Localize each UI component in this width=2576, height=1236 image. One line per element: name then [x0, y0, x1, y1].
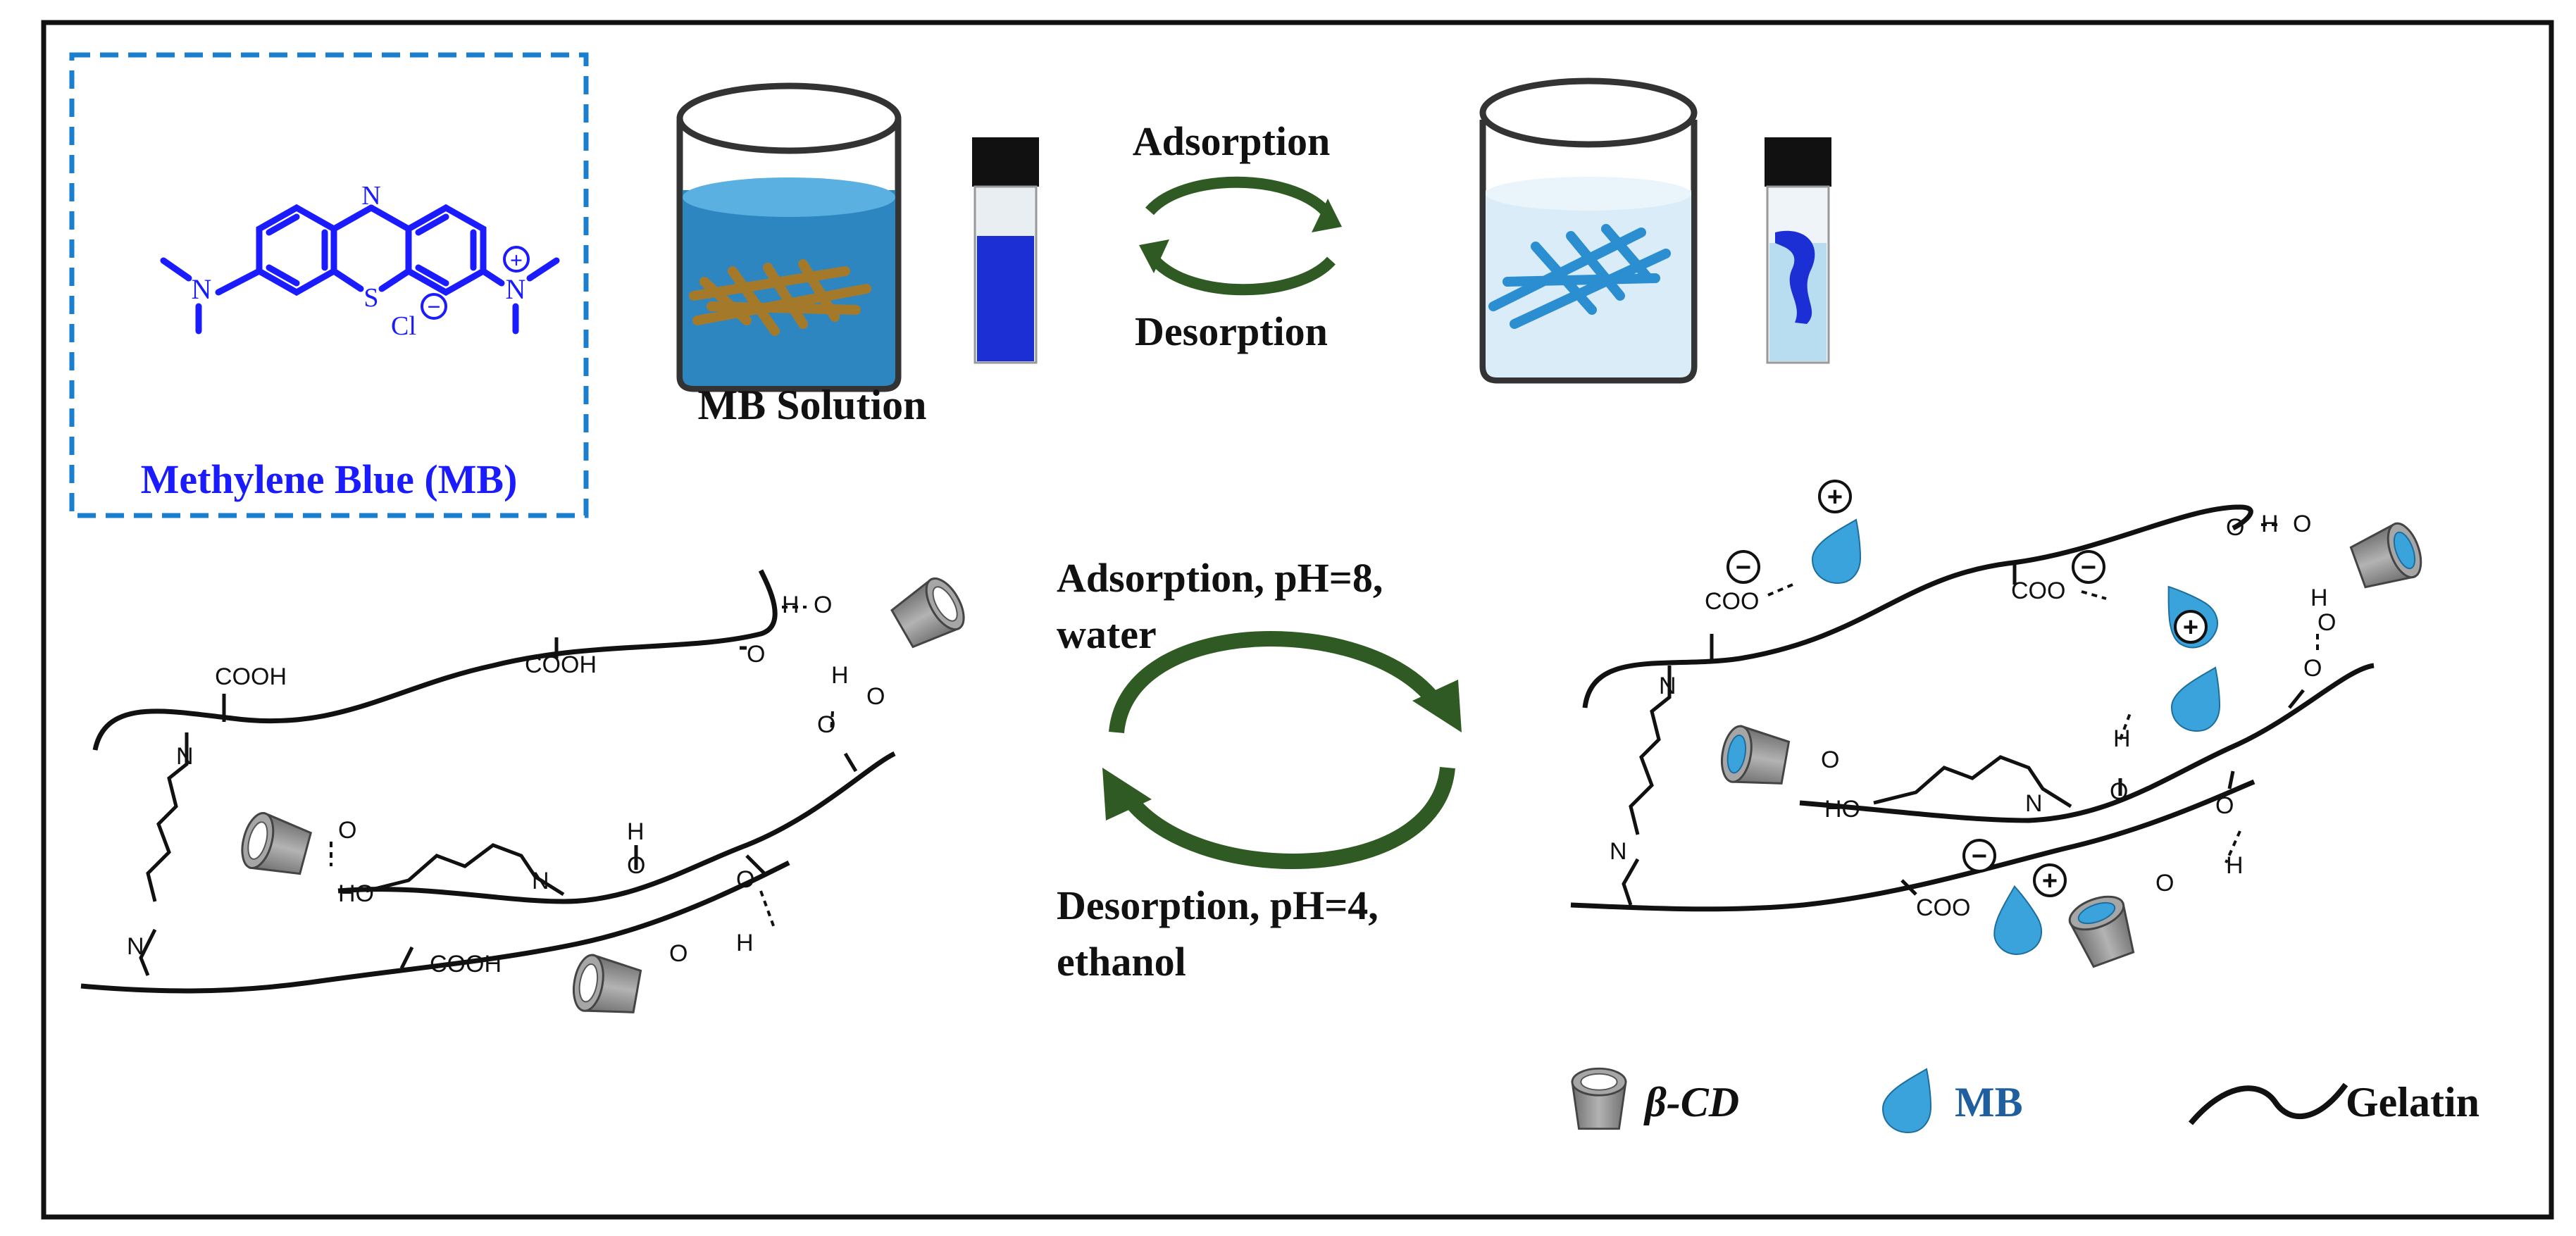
- right-h-1: H: [2113, 725, 2131, 752]
- left-o-8: O: [669, 940, 687, 967]
- right-h-3: H: [2310, 585, 2328, 611]
- mb-drop-3: [2171, 667, 2220, 732]
- beaker-before: [676, 82, 902, 392]
- beta-cd-right-3: [2064, 889, 2141, 970]
- right-o-1: O: [1821, 747, 1839, 773]
- minus-charge-icon: [421, 293, 447, 320]
- charge-plus-3: +: [2042, 866, 2058, 896]
- beta-cd-left-3: [568, 951, 643, 1020]
- right-ho-1: HO: [1824, 796, 1860, 823]
- plus-charge-icon: [503, 246, 530, 273]
- mb-drop-1: [1812, 519, 1861, 584]
- right-o-6: O: [2303, 655, 2322, 682]
- left-o-7: O: [736, 866, 754, 893]
- top-desorption-label: Desorption: [1135, 308, 1328, 354]
- vial-before: [972, 137, 1039, 364]
- legend-gelatin-icon: [2188, 1082, 2348, 1125]
- left-o-2: O: [627, 852, 645, 879]
- mb-structure: [160, 204, 560, 335]
- legend-cd-icon: [1571, 1067, 1627, 1130]
- mb-title: Methylene Blue (MB): [141, 456, 518, 502]
- left-h-2: H: [782, 592, 799, 618]
- charge-plus-1: +: [1827, 482, 1843, 512]
- legend-gelatin-label: Gelatin: [2346, 1079, 2479, 1125]
- beaker-after: [1479, 77, 1698, 384]
- right-o-8: O: [2155, 870, 2174, 897]
- left-ho-1: HO: [338, 880, 374, 907]
- right-coo-1: COO: [1705, 588, 1759, 615]
- right-coo-2: COO: [2011, 578, 2065, 604]
- charge-minus-2: −: [2081, 553, 2096, 582]
- left-cooh-3: COOH: [430, 951, 502, 978]
- gelatin-network-after: [1570, 504, 2375, 928]
- plus-sign: +: [510, 247, 523, 273]
- left-cooh-1: COOH: [215, 663, 287, 690]
- right-o-7: O: [2215, 792, 2234, 819]
- right-o-4: O: [2293, 511, 2311, 537]
- vial-after: [1765, 137, 1831, 364]
- top-adsorption-label: Adsorption: [1133, 118, 1330, 164]
- legend: β-CD MB Gelatin: [1571, 1067, 2479, 1133]
- left-n-1: N: [176, 743, 194, 770]
- left-cooh-2: COOH: [525, 651, 597, 678]
- atom-s: S: [363, 283, 378, 313]
- atom-n-top: N: [361, 181, 380, 211]
- gelatin-network-before: [80, 569, 896, 994]
- right-n-3: N: [2025, 790, 2043, 817]
- mid-desorption-line2: ethanol: [1057, 939, 1186, 985]
- mid-desorption-line1: Desorption, pH=4,: [1057, 882, 1379, 928]
- left-o-4: O: [814, 592, 832, 618]
- left-h-4: H: [736, 930, 754, 956]
- charge-signs: + − − + − +: [1736, 482, 2198, 896]
- left-o-1: O: [338, 817, 356, 844]
- counter-ion-cl: Cl: [391, 311, 416, 341]
- legend-mb-label: MB: [1955, 1079, 2023, 1125]
- right-n-2: N: [1610, 838, 1627, 865]
- beta-cd-left-1: [887, 571, 973, 654]
- left-n-2: N: [127, 933, 144, 960]
- atom-n-right: N: [506, 273, 526, 305]
- left-chem-labels: COOH COOH COOH N N N O HO H O O H O H O …: [127, 592, 885, 978]
- fiber-mat-brown: [689, 259, 871, 336]
- charge-minus-1: −: [1736, 553, 1751, 582]
- charge-plus-2: +: [2183, 613, 2198, 642]
- mid-adsorption-line2: water: [1057, 611, 1157, 657]
- right-o-2: O: [2110, 778, 2128, 805]
- right-coo-3: COO: [1916, 894, 1970, 921]
- methylene-blue-panel: N S N N + Cl − Methylene Blue (MB): [69, 52, 589, 518]
- beta-cd-left-2: [235, 809, 314, 882]
- right-n-1: N: [1659, 673, 1676, 699]
- left-h-1: H: [627, 818, 645, 845]
- mb-solution-label: MB Solution: [697, 382, 926, 428]
- legend-cd-label: β-CD: [1643, 1079, 1739, 1125]
- minus-sign: −: [427, 294, 440, 320]
- atom-n-left: N: [192, 273, 212, 305]
- left-h-3: H: [831, 662, 849, 689]
- mid-adsorption-line1: Adsorption, pH=8,: [1057, 555, 1383, 601]
- beta-cd-right-2: [1717, 723, 1791, 792]
- left-o-6: O: [817, 711, 835, 738]
- top-cycle-arrows: [1139, 176, 1342, 296]
- left-o-3: O: [747, 641, 765, 668]
- legend-drop-icon: [1882, 1068, 1931, 1133]
- right-h-2: H: [2261, 511, 2279, 537]
- mb-drop-4: [1976, 883, 2051, 964]
- right-chem-labels: COO COO COO N N N O HO H O O H O H O O O…: [1610, 511, 2336, 921]
- fiber-mat-blue: [1488, 224, 1671, 329]
- left-o-5: O: [866, 683, 885, 710]
- main-cycle-arrows: [1102, 631, 1462, 869]
- left-n-3: N: [532, 868, 549, 894]
- right-o-5: O: [2317, 609, 2336, 636]
- figure-frame: [41, 20, 2554, 1220]
- right-h-4: H: [2226, 852, 2244, 879]
- beta-cd-right-1: [2347, 518, 2429, 595]
- charge-minus-3: −: [1972, 842, 1987, 871]
- mb-dashed-box: [69, 52, 589, 518]
- charge-markers: [1726, 480, 2208, 897]
- right-o-3: O: [2226, 514, 2244, 541]
